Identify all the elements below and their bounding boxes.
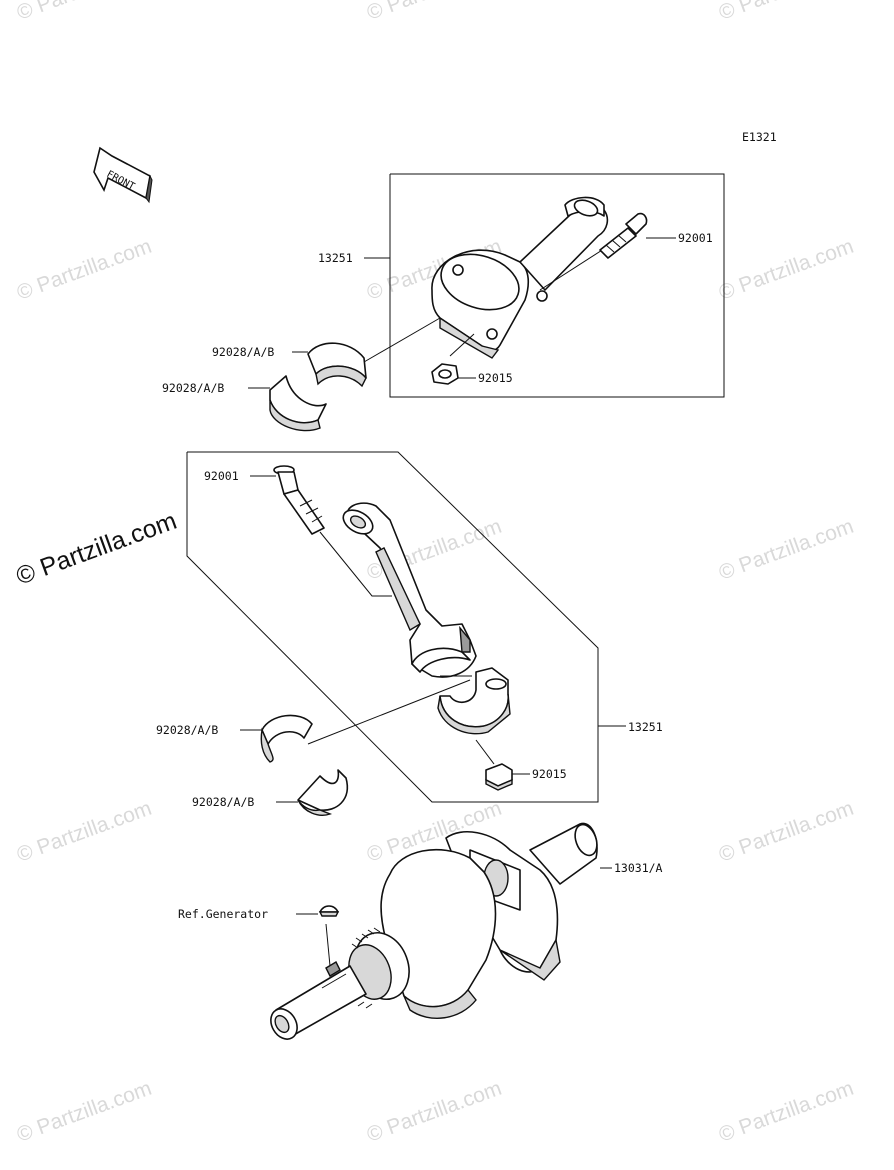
woodruff-key [296,905,340,967]
label-upper-rod-assy: 13251 [318,251,353,265]
upper-bolt [599,212,676,259]
label-lower-bearing-2: 92028/A/B [192,795,254,809]
upper-bearing-shell-2 [248,375,327,432]
watermark: © Partzilla.com [716,235,857,305]
watermark: © Partzilla.com [716,515,857,585]
label-upper-bearing-1: 92028/A/B [212,345,274,359]
upper-assembly-box [389,173,725,398]
watermark: © Partzilla.com [716,0,857,25]
lower-connecting-rod [342,502,477,678]
lower-assembly-box [186,451,599,803]
label-lower-bolt: 92001 [204,469,239,483]
watermark: © Partzilla.com [716,797,857,867]
watermark: © Partzilla.com [14,797,155,867]
diagram-code: E1321 [742,130,777,144]
label-lower-nut: 92015 [532,767,567,781]
label-crankshaft: 13031/A [614,861,663,875]
label-lower-rod-assy: 13251 [628,720,663,734]
label-lower-bearing-1: 92028/A/B [156,723,218,737]
watermark: © Partzilla.com [14,235,155,305]
lower-bearing-shell-1 [240,679,471,763]
lower-nut [475,739,530,791]
upper-connecting-rod [431,196,611,359]
watermark: © Partzilla.com [716,1077,857,1147]
watermark-large: © Partzilla.com [12,507,180,591]
label-key-ref-generator: Ref.Generator [178,907,268,921]
lower-rod-cap [437,667,511,735]
lower-bearing-shell-2 [276,769,349,816]
watermark: © Partzilla.com [364,1077,505,1147]
upper-bearing-shell-1 [292,317,441,388]
watermark: © Partzilla.com [14,1077,155,1147]
watermark: © Partzilla.com [364,0,505,25]
lower-bolt [250,465,392,597]
front-arrow-icon: FRONT [93,146,153,204]
label-upper-nut: 92015 [478,371,513,385]
label-upper-bearing-2: 92028/A/B [162,381,224,395]
label-upper-bolt: 92001 [678,231,713,245]
crankshaft [270,822,612,1040]
upper-nut [431,333,476,385]
watermark: © Partzilla.com [14,0,155,25]
